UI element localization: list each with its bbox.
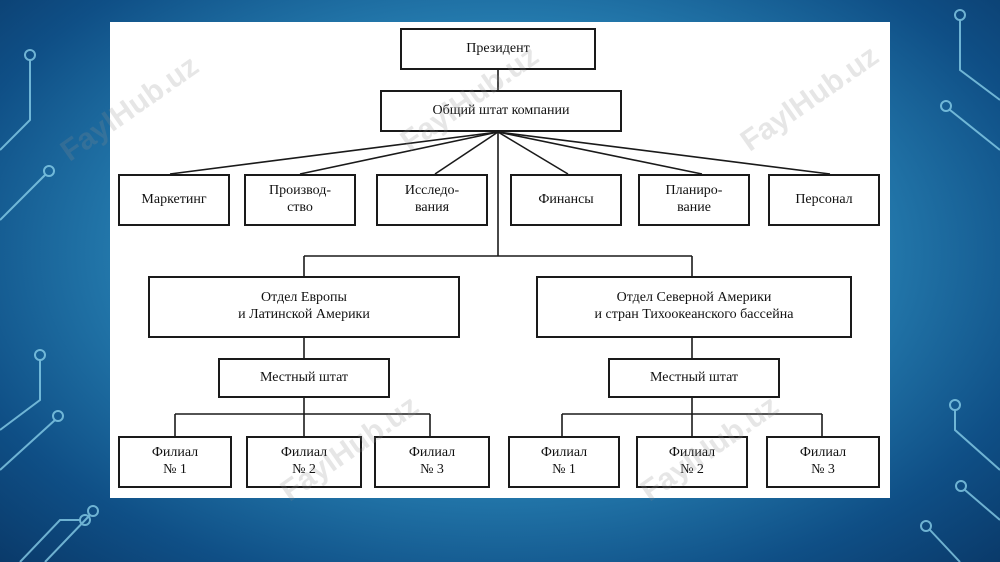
branch-label: Филиал № 2	[280, 445, 328, 477]
department-label: Персонал	[795, 191, 853, 207]
division-europe-label: Отдел Европы и Латинской Америки	[238, 290, 370, 322]
branch-right-1-box: Филиал № 1	[508, 436, 620, 488]
branch-label: Филиал № 1	[151, 445, 199, 477]
department-box-finance: Финансы	[510, 174, 622, 226]
department-label: Планиро- вание	[665, 183, 723, 215]
branch-label: Филиал № 3	[408, 445, 456, 477]
division-america-label: Отдел Северной Америки и стран Тихоокеан…	[594, 290, 794, 322]
division-europe-box: Отдел Европы и Латинской Америки	[148, 276, 460, 338]
department-label: Маркетинг	[141, 191, 207, 207]
department-label: Производ- ство	[268, 183, 332, 215]
branch-label: Филиал № 3	[799, 445, 847, 477]
department-box-personnel: Персонал	[768, 174, 880, 226]
local-staff-label: Местный штат	[259, 369, 349, 385]
branch-label: Филиал № 1	[540, 445, 588, 477]
department-box-research: Исследо- вания	[376, 174, 488, 226]
president-label: Президент	[466, 40, 530, 56]
org-chart-panel: Президент Общий штат компании Маркетинг …	[55, 22, 890, 508]
branch-left-1-box: Филиал № 1	[118, 436, 232, 488]
branch-left-3-box: Филиал № 3	[374, 436, 490, 488]
connector-lines	[169, 68, 831, 436]
branch-right-2-box: Филиал № 2	[636, 436, 748, 488]
president-box: Президент	[400, 28, 596, 70]
branch-right-3-box: Филиал № 3	[766, 436, 880, 488]
department-label: Исследо- вания	[404, 183, 460, 215]
local-staff-label: Местный штат	[649, 369, 739, 385]
local-staff-right-box: Местный штат	[608, 358, 780, 398]
department-box-production: Производ- ство	[244, 174, 356, 226]
department-label: Финансы	[538, 191, 594, 207]
company-staff-box: Общий штат компании	[380, 90, 622, 132]
branch-left-2-box: Филиал № 2	[246, 436, 362, 488]
branch-label: Филиал № 2	[668, 445, 716, 477]
company-staff-label: Общий штат компании	[432, 102, 570, 118]
local-staff-left-box: Местный штат	[218, 358, 390, 398]
division-america-box: Отдел Северной Америки и стран Тихоокеан…	[536, 276, 852, 338]
department-box-marketing: Маркетинг	[118, 174, 230, 226]
department-box-planning: Планиро- вание	[638, 174, 750, 226]
